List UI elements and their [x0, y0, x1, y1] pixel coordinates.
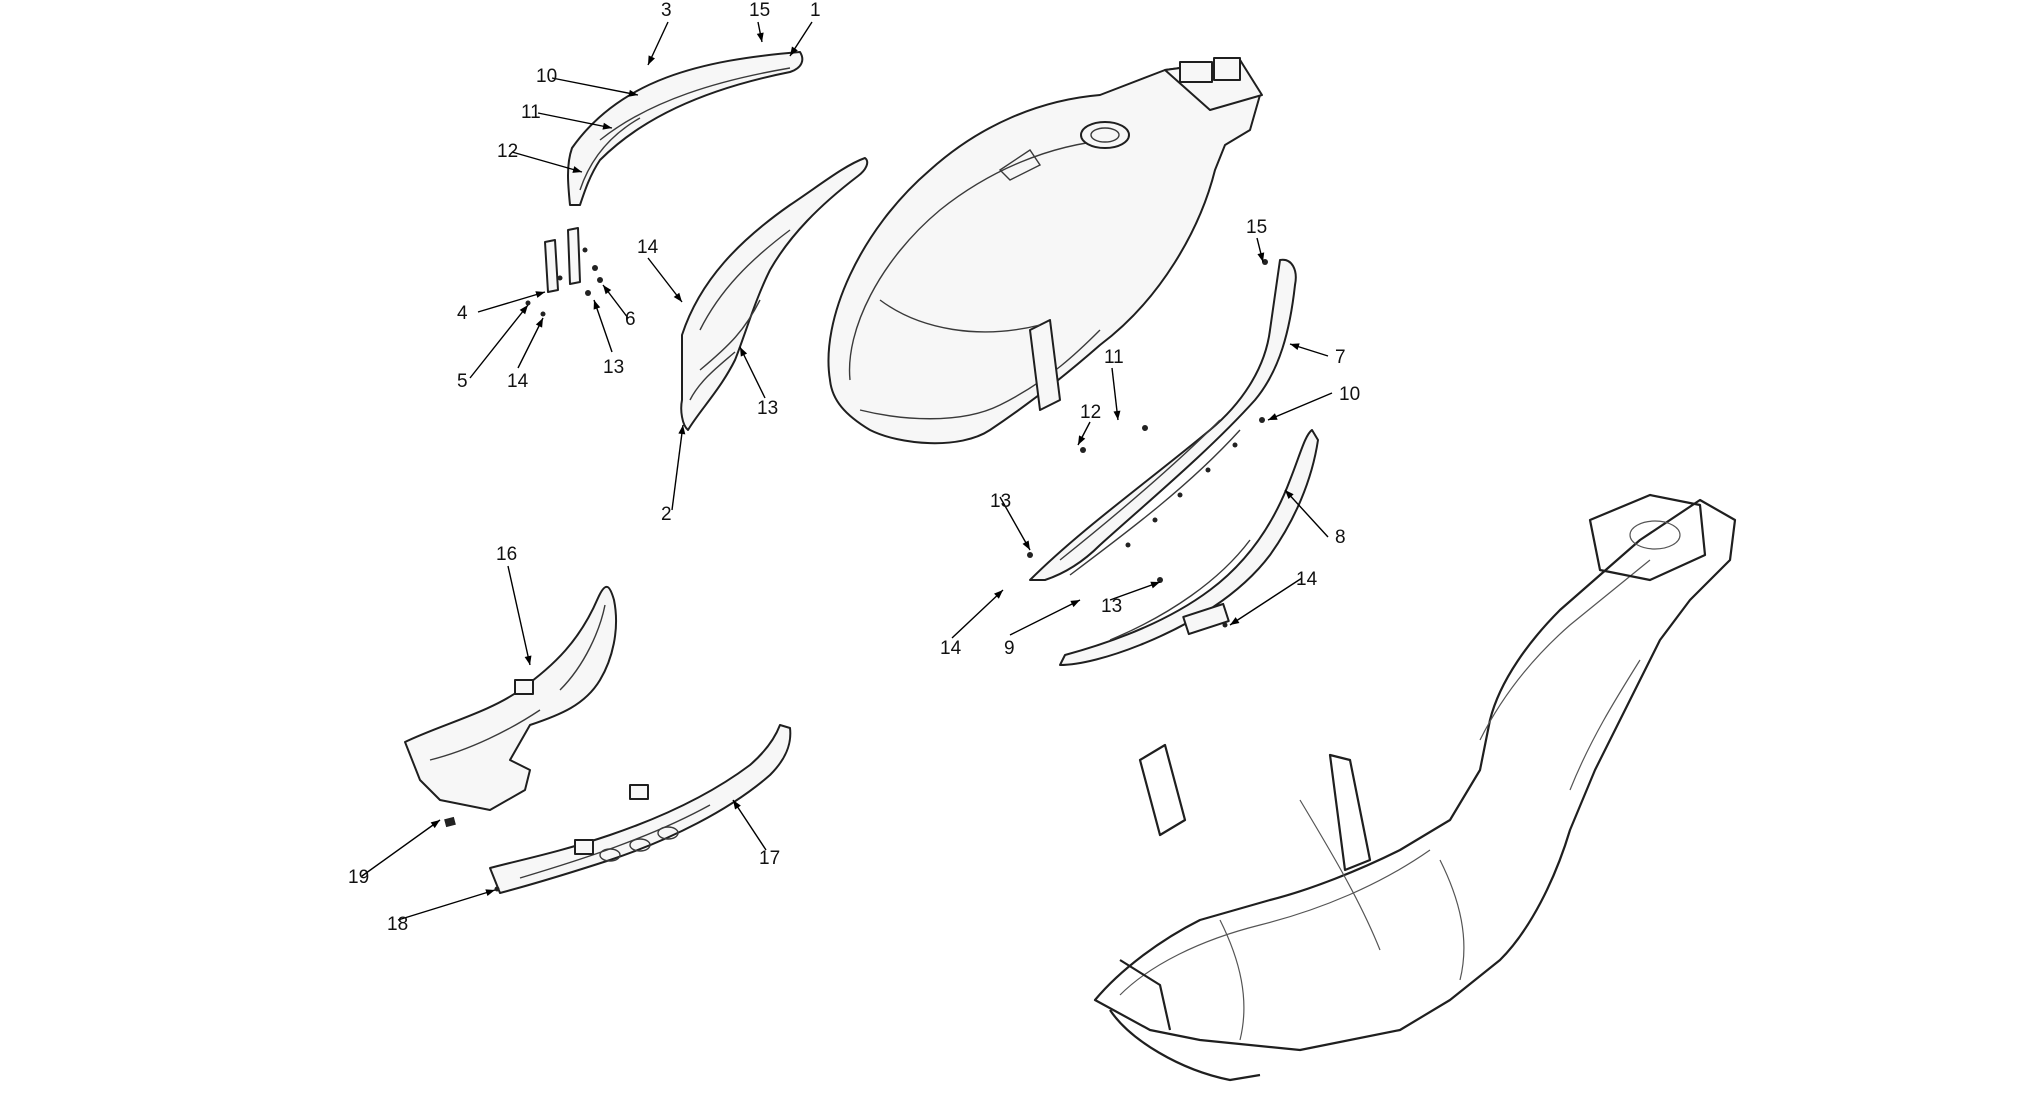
callout-10a: 10: [536, 66, 557, 87]
leader-arrowhead-23: [1230, 617, 1240, 625]
leader-arrowhead-1: [790, 46, 798, 56]
leader-arrowhead-15: [1078, 435, 1086, 445]
leader-arrowhead-3: [648, 55, 655, 65]
leader-arrowhead-2: [678, 425, 686, 435]
callout-12b: 12: [1080, 402, 1101, 423]
leader-line-28: [397, 889, 496, 921]
callout-19: 19: [348, 867, 369, 888]
callout-8: 8: [1335, 527, 1346, 548]
fasteners-right: [1027, 259, 1268, 628]
part-floor-panel: [404, 586, 617, 811]
leader-arrowhead-27: [733, 800, 741, 810]
leader-line-27: [732, 799, 767, 851]
part-brackets-left: [525, 227, 603, 317]
callout-10b: 10: [1339, 384, 1360, 405]
leader-lines: [361, 21, 1333, 921]
leader-arrowhead-28: [485, 889, 495, 897]
callout-3: 3: [661, 0, 672, 21]
callout-5: 5: [457, 371, 468, 392]
leader-arrowhead-16: [593, 300, 601, 310]
callout-11b: 11: [1104, 347, 1124, 368]
part-footboard-trim: [489, 724, 792, 894]
leader-arrowhead-5: [519, 305, 528, 315]
leader-arrowhead-9: [1070, 600, 1080, 608]
leader-line-22: [951, 589, 1004, 639]
callout-1: 1: [810, 0, 821, 21]
callout-13b: 13: [757, 398, 778, 419]
leader-line-9: [1009, 599, 1081, 636]
callout-7: 7: [1335, 347, 1346, 368]
leader-arrowhead-17: [740, 347, 748, 357]
leader-arrowhead-14: [572, 166, 582, 173]
leader-arrowhead-20: [673, 292, 682, 302]
callout-14a: 14: [637, 237, 659, 258]
leader-line-21: [517, 317, 544, 369]
callout-9: 9: [1004, 638, 1015, 659]
leader-arrowhead-21: [535, 318, 543, 328]
callout-4: 4: [457, 303, 468, 324]
leader-arrowhead-7: [1290, 343, 1300, 351]
leader-arrowhead-8: [1285, 490, 1294, 500]
callout-6: 6: [625, 309, 636, 330]
callout-13c: 13: [990, 491, 1011, 512]
leader-line-4: [477, 291, 546, 313]
leader-arrowhead-24: [756, 32, 764, 42]
leader-line-18: [999, 496, 1031, 551]
leader-arrowhead-6: [603, 285, 612, 295]
leader-arrowhead-4: [535, 291, 545, 298]
leader-line-12: [537, 112, 613, 129]
callout-13a: 13: [603, 357, 624, 378]
callout-15a: 15: [749, 0, 770, 21]
leader-line-16: [593, 299, 613, 353]
leader-line-29: [361, 819, 441, 877]
leader-line-11: [1267, 392, 1333, 421]
callout-labels: 1 2 3 4 5 6 7 8 9 10 10 11 11 12 12 13 1…: [348, 0, 1360, 935]
leader-line-26: [507, 565, 531, 666]
part-rail-cover-right: [1029, 258, 1297, 581]
fasteners-floor: [444, 816, 500, 892]
leader-arrowhead-19: [1150, 581, 1160, 589]
callout-2: 2: [661, 504, 672, 525]
callout-17: 17: [759, 848, 780, 869]
leader-arrowhead-25: [1257, 252, 1265, 262]
leader-line-20: [647, 257, 683, 303]
part-helmet-compartment: [827, 57, 1263, 445]
leader-arrowhead-11: [1268, 413, 1278, 420]
leader-arrowhead-29: [430, 820, 440, 829]
callout-16: 16: [496, 544, 517, 565]
leader-line-8: [1284, 489, 1329, 538]
callout-11a: 11: [521, 102, 541, 123]
leader-arrowhead-22: [994, 590, 1003, 599]
callout-15b: 15: [1246, 217, 1267, 238]
leader-line-17: [739, 346, 766, 399]
leader-line-10: [551, 77, 639, 96]
callout-14d: 14: [1296, 569, 1318, 590]
leader-arrowhead-26: [524, 655, 532, 665]
part-side-panel-right: [1059, 429, 1319, 666]
callout-14c: 14: [940, 638, 962, 659]
leader-arrowhead-13: [1113, 410, 1121, 420]
leader-arrowhead-12: [602, 122, 612, 130]
part-side-panel-left: [680, 157, 869, 431]
part-rail-cover-left: [567, 51, 804, 206]
part-chassis-frame: [1093, 493, 1737, 1082]
leader-line-5: [469, 304, 529, 379]
leader-arrowhead-10: [628, 89, 638, 97]
leader-line-23: [1229, 577, 1303, 626]
leader-line-2: [671, 424, 684, 511]
leader-arrowhead-18: [1022, 540, 1030, 550]
callout-14b: 14: [507, 371, 529, 392]
leader-line-14: [511, 151, 583, 173]
callout-13d: 13: [1101, 596, 1122, 617]
callout-12a: 12: [497, 141, 518, 162]
callout-18: 18: [387, 914, 408, 935]
